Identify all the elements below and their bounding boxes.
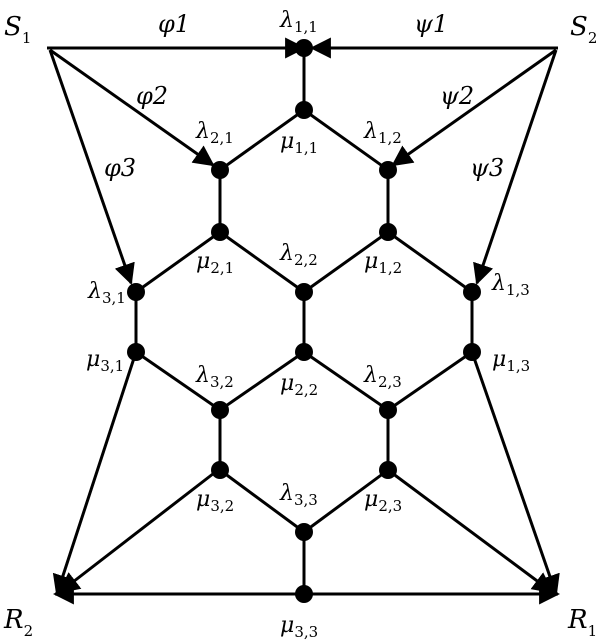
label-psi3: ψ3 <box>470 154 504 182</box>
node-mu12 <box>379 223 397 241</box>
label-mu22: μ2,2 <box>280 371 318 399</box>
edge-mu21-lambda22 <box>219 230 305 294</box>
label-psi1: ψ1 <box>414 10 448 38</box>
node-mu33 <box>295 585 313 603</box>
label-lambda12: λ1,2 <box>363 119 402 147</box>
node-lambda33 <box>295 523 313 541</box>
label-mu31: μ3,1 <box>86 347 124 375</box>
label-psi2: ψ2 <box>440 82 474 110</box>
node-mu22 <box>295 343 313 361</box>
label-mu11: μ1,1 <box>280 129 318 157</box>
edge-mu32-r2 <box>58 468 219 594</box>
edge-mu32-lambda33 <box>219 468 305 534</box>
label-phi1: φ1 <box>158 10 190 38</box>
label-lambda23: λ2,3 <box>363 363 402 391</box>
edge-mu21-lambda31 <box>135 230 221 294</box>
node-lambda32 <box>211 401 229 419</box>
hexagon-lattice <box>134 48 474 594</box>
nodes <box>127 39 481 603</box>
edge-mu22-lambda23 <box>303 350 389 412</box>
edge-s1-lambda31 <box>48 49 135 285</box>
label-mu13: μ1,3 <box>492 347 530 375</box>
edge-mu11-lambda12 <box>303 108 389 172</box>
label-mu12: μ1,2 <box>364 249 402 277</box>
node-lambda22 <box>295 283 313 301</box>
node-lambda13 <box>463 283 481 301</box>
label-s1: S1 <box>4 12 31 47</box>
node-mu13 <box>463 343 481 361</box>
label-lambda13: λ1,3 <box>491 271 530 299</box>
node-lambda21 <box>211 161 229 179</box>
edge-mu13-lambda23 <box>387 350 473 412</box>
label-r2: R2 <box>3 605 33 640</box>
edge-s2-lambda13 <box>473 49 558 285</box>
edge-mu31-r2 <box>52 351 138 596</box>
label-phi2: φ2 <box>136 82 168 110</box>
node-lambda23 <box>379 401 397 419</box>
label-mu23: μ2,3 <box>364 487 402 515</box>
node-lambda11 <box>295 39 313 57</box>
edge-s2-lambda12 <box>391 48 557 167</box>
label-mu33: μ3,3 <box>280 613 318 641</box>
edge-mu12-lambda22 <box>303 230 389 294</box>
edge-mu11-lambda21 <box>219 108 305 172</box>
node-mu23 <box>379 461 397 479</box>
label-phi3: φ3 <box>104 154 136 182</box>
label-lambda21: λ2,1 <box>195 119 234 147</box>
edge-mu22-lambda32 <box>219 350 305 412</box>
node-lambda12 <box>379 161 397 179</box>
label-lambda22: λ2,2 <box>279 241 318 269</box>
edge-mu23-r1 <box>387 468 554 594</box>
node-mu21 <box>211 223 229 241</box>
label-mu32: μ3,2 <box>196 487 234 515</box>
edge-mu23-lambda33 <box>303 468 389 534</box>
label-s2: S2 <box>570 12 597 47</box>
label-mu21: μ2,1 <box>196 249 234 277</box>
label-r1: R1 <box>567 605 597 640</box>
node-mu11 <box>295 101 313 119</box>
edge-mu13-r1 <box>470 351 560 596</box>
node-lambda31 <box>127 283 145 301</box>
node-mu31 <box>127 343 145 361</box>
edge-s1-lambda21 <box>49 48 215 167</box>
edge-mu31-lambda32 <box>135 350 221 412</box>
node-mu32 <box>211 461 229 479</box>
label-lambda11: λ1,1 <box>279 8 318 36</box>
edge-mu12-lambda13 <box>387 230 473 294</box>
label-lambda33: λ3,3 <box>279 481 318 509</box>
label-lambda32: λ3,2 <box>195 363 234 391</box>
label-lambda31: λ3,1 <box>87 279 126 307</box>
